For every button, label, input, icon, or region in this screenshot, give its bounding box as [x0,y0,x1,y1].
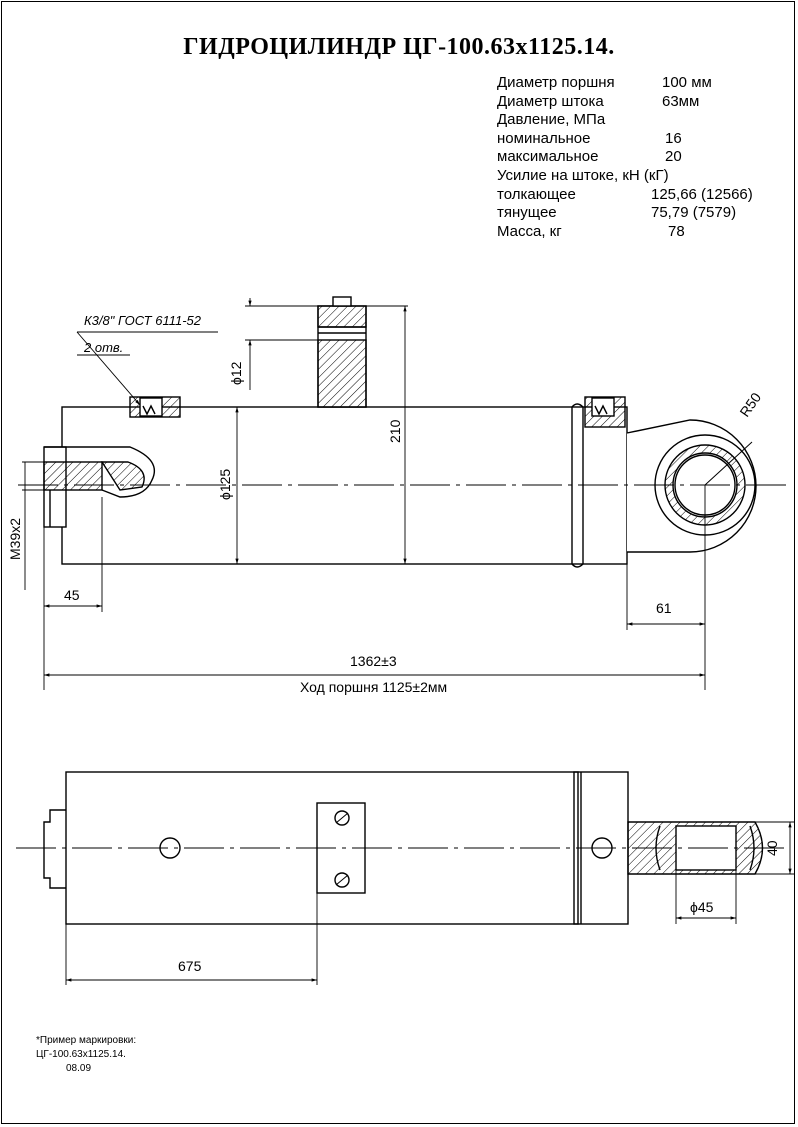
cylinder-body [61,406,628,565]
thread-label: М39х2 [7,518,23,560]
port-diameter-label: ϕ12 [228,361,244,385]
spec-value: 20 [665,148,682,166]
note-line: *Пример маркировки: [36,1035,137,1046]
holes-count: 2 отв. [83,340,123,355]
eye-bore-label: ϕ45 [690,899,714,915]
top-view [43,771,764,925]
spec-label: максимальное [497,148,599,166]
note-line: ЦГ-100.63х1125.14. [36,1049,126,1060]
thread-callout: К3/8" ГОСТ 6111-52 [84,313,202,328]
spec-value: 63мм [662,92,700,110]
spec-label: Диаметр штока [497,92,604,110]
spec-label: Диаметр поршня [497,74,615,91]
front-dimensions [22,298,706,690]
note-line: 08.09 [66,1063,92,1074]
mount-offset-label: 675 [178,958,202,974]
mount-hole-icon [334,872,350,888]
spec-label: тянущее [497,204,557,222]
spec-value: 100 мм [662,74,712,91]
spec-value: 16 [665,129,682,147]
spec-label: Масса, кг [497,222,562,240]
spec-label: Давление, МПа [497,111,606,129]
bore-diameter-label: ϕ125 [217,469,233,500]
spec-value: 78 [668,222,685,240]
spec-label: номинальное [497,129,591,147]
top-left-cap [43,809,66,889]
height-label: 210 [387,419,403,443]
right-offset-label: 61 [656,600,672,616]
top-dimensions [65,821,795,985]
eye-width-label: 40 [764,840,780,856]
stroke-label: Ход поршня 1125±2мм [300,679,447,695]
total-length-label: 1362±3 [350,653,397,669]
spec-label: толкающее [497,185,576,203]
spec-value: 125,66 (12566) [651,185,753,203]
mount-hole-icon [334,810,350,826]
marking-note: *Пример маркировки: ЦГ-100.63х1125.14. 0… [36,1034,136,1076]
drawing-title: ГИДРОЦИЛИНДР ЦГ-100.63х1125.14. [183,34,615,60]
eye-radius-label: R50 [736,389,764,419]
spec-value: 75,79 (7579) [651,204,737,222]
spec-label: Усилие на штоке, кН (кГ) [497,166,669,184]
left-offset-label: 45 [64,587,80,603]
